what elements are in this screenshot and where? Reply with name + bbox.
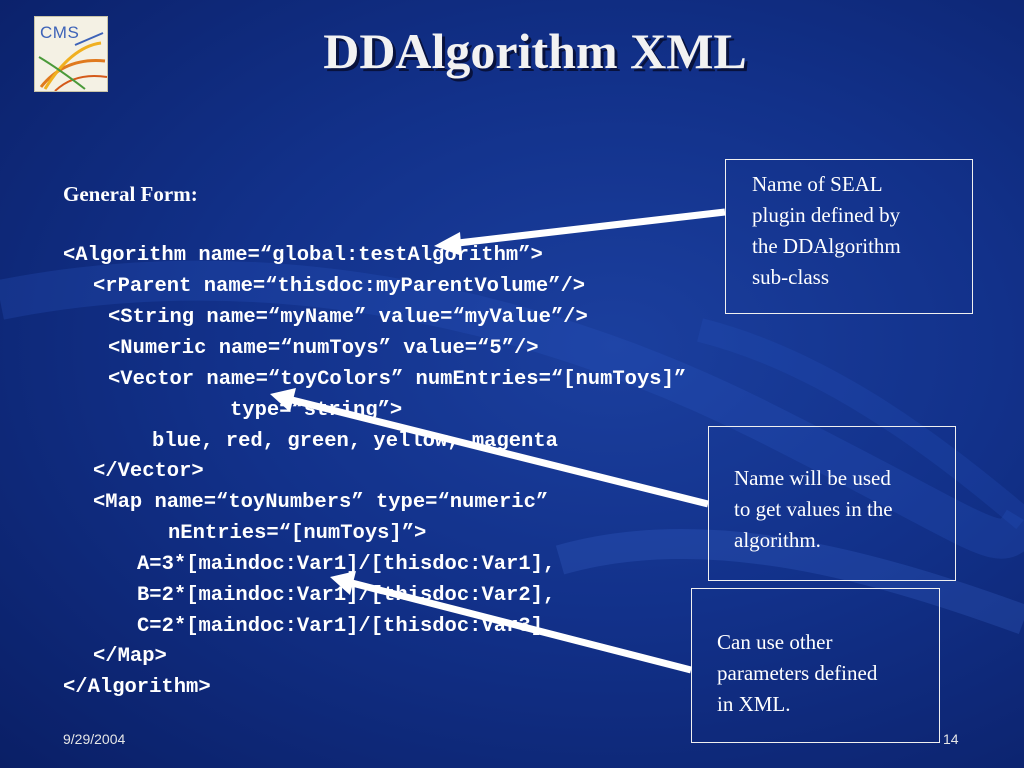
code-line: </Vector> bbox=[93, 460, 204, 483]
callout-line: Can use other bbox=[717, 630, 833, 654]
code-line: C=2*[maindoc:Var1]/[thisdoc:Var3] bbox=[137, 615, 543, 638]
callout-line: to get values in the bbox=[734, 497, 893, 521]
cms-logo-text: CMS bbox=[40, 23, 80, 42]
callout-line: algorithm. bbox=[734, 528, 821, 552]
code-line: <rParent name=“thisdoc:myParentVolume”/> bbox=[93, 275, 586, 298]
code-line: <Vector name=“toyColors” numEntries=“[nu… bbox=[108, 368, 687, 391]
slide-title: DDAlgorithm XML bbox=[323, 23, 747, 79]
callout-line: parameters defined bbox=[717, 661, 878, 685]
code-line: </Algorithm> bbox=[63, 676, 211, 699]
code-line: <String name=“myName” value=“myValue”/> bbox=[108, 306, 588, 329]
code-line: A=3*[maindoc:Var1]/[thisdoc:Var1], bbox=[137, 553, 556, 576]
page-number: 14 bbox=[943, 731, 959, 747]
code-line: type=“string”> bbox=[230, 399, 403, 422]
general-form-label: General Form: bbox=[63, 182, 198, 206]
code-line: <Map name=“toyNumbers” type=“numeric” bbox=[93, 491, 549, 514]
cms-logo: CMS bbox=[34, 16, 108, 92]
callout-line: Name of SEAL bbox=[752, 172, 883, 196]
code-line: <Numeric name=“numToys” value=“5”/> bbox=[108, 337, 539, 360]
callout-seal-plugin: Name of SEAL plugin defined by the DDAlg… bbox=[725, 159, 973, 314]
callout-line: plugin defined by bbox=[752, 203, 901, 227]
code-line: </Map> bbox=[93, 645, 167, 668]
cms-logo-graphic bbox=[38, 32, 107, 91]
callout-line: in XML. bbox=[717, 692, 791, 716]
code-line: blue, red, green, yellow, magenta bbox=[152, 430, 558, 453]
code-line: <Algorithm name=“global:testAlgorithm”> bbox=[63, 244, 543, 267]
callout-line: Name will be used bbox=[734, 466, 891, 490]
callout-other-params: Can use other parameters defined in XML. bbox=[691, 588, 940, 743]
callout-line: the DDAlgorithm bbox=[752, 234, 901, 258]
code-line: nEntries=“[numToys]”> bbox=[168, 522, 427, 545]
callout-line: sub-class bbox=[752, 265, 829, 289]
footer-date: 9/29/2004 bbox=[63, 731, 126, 747]
callout-name-used: Name will be used to get values in the a… bbox=[708, 426, 956, 581]
code-line: B=2*[maindoc:Var1]/[thisdoc:Var2], bbox=[137, 584, 556, 607]
